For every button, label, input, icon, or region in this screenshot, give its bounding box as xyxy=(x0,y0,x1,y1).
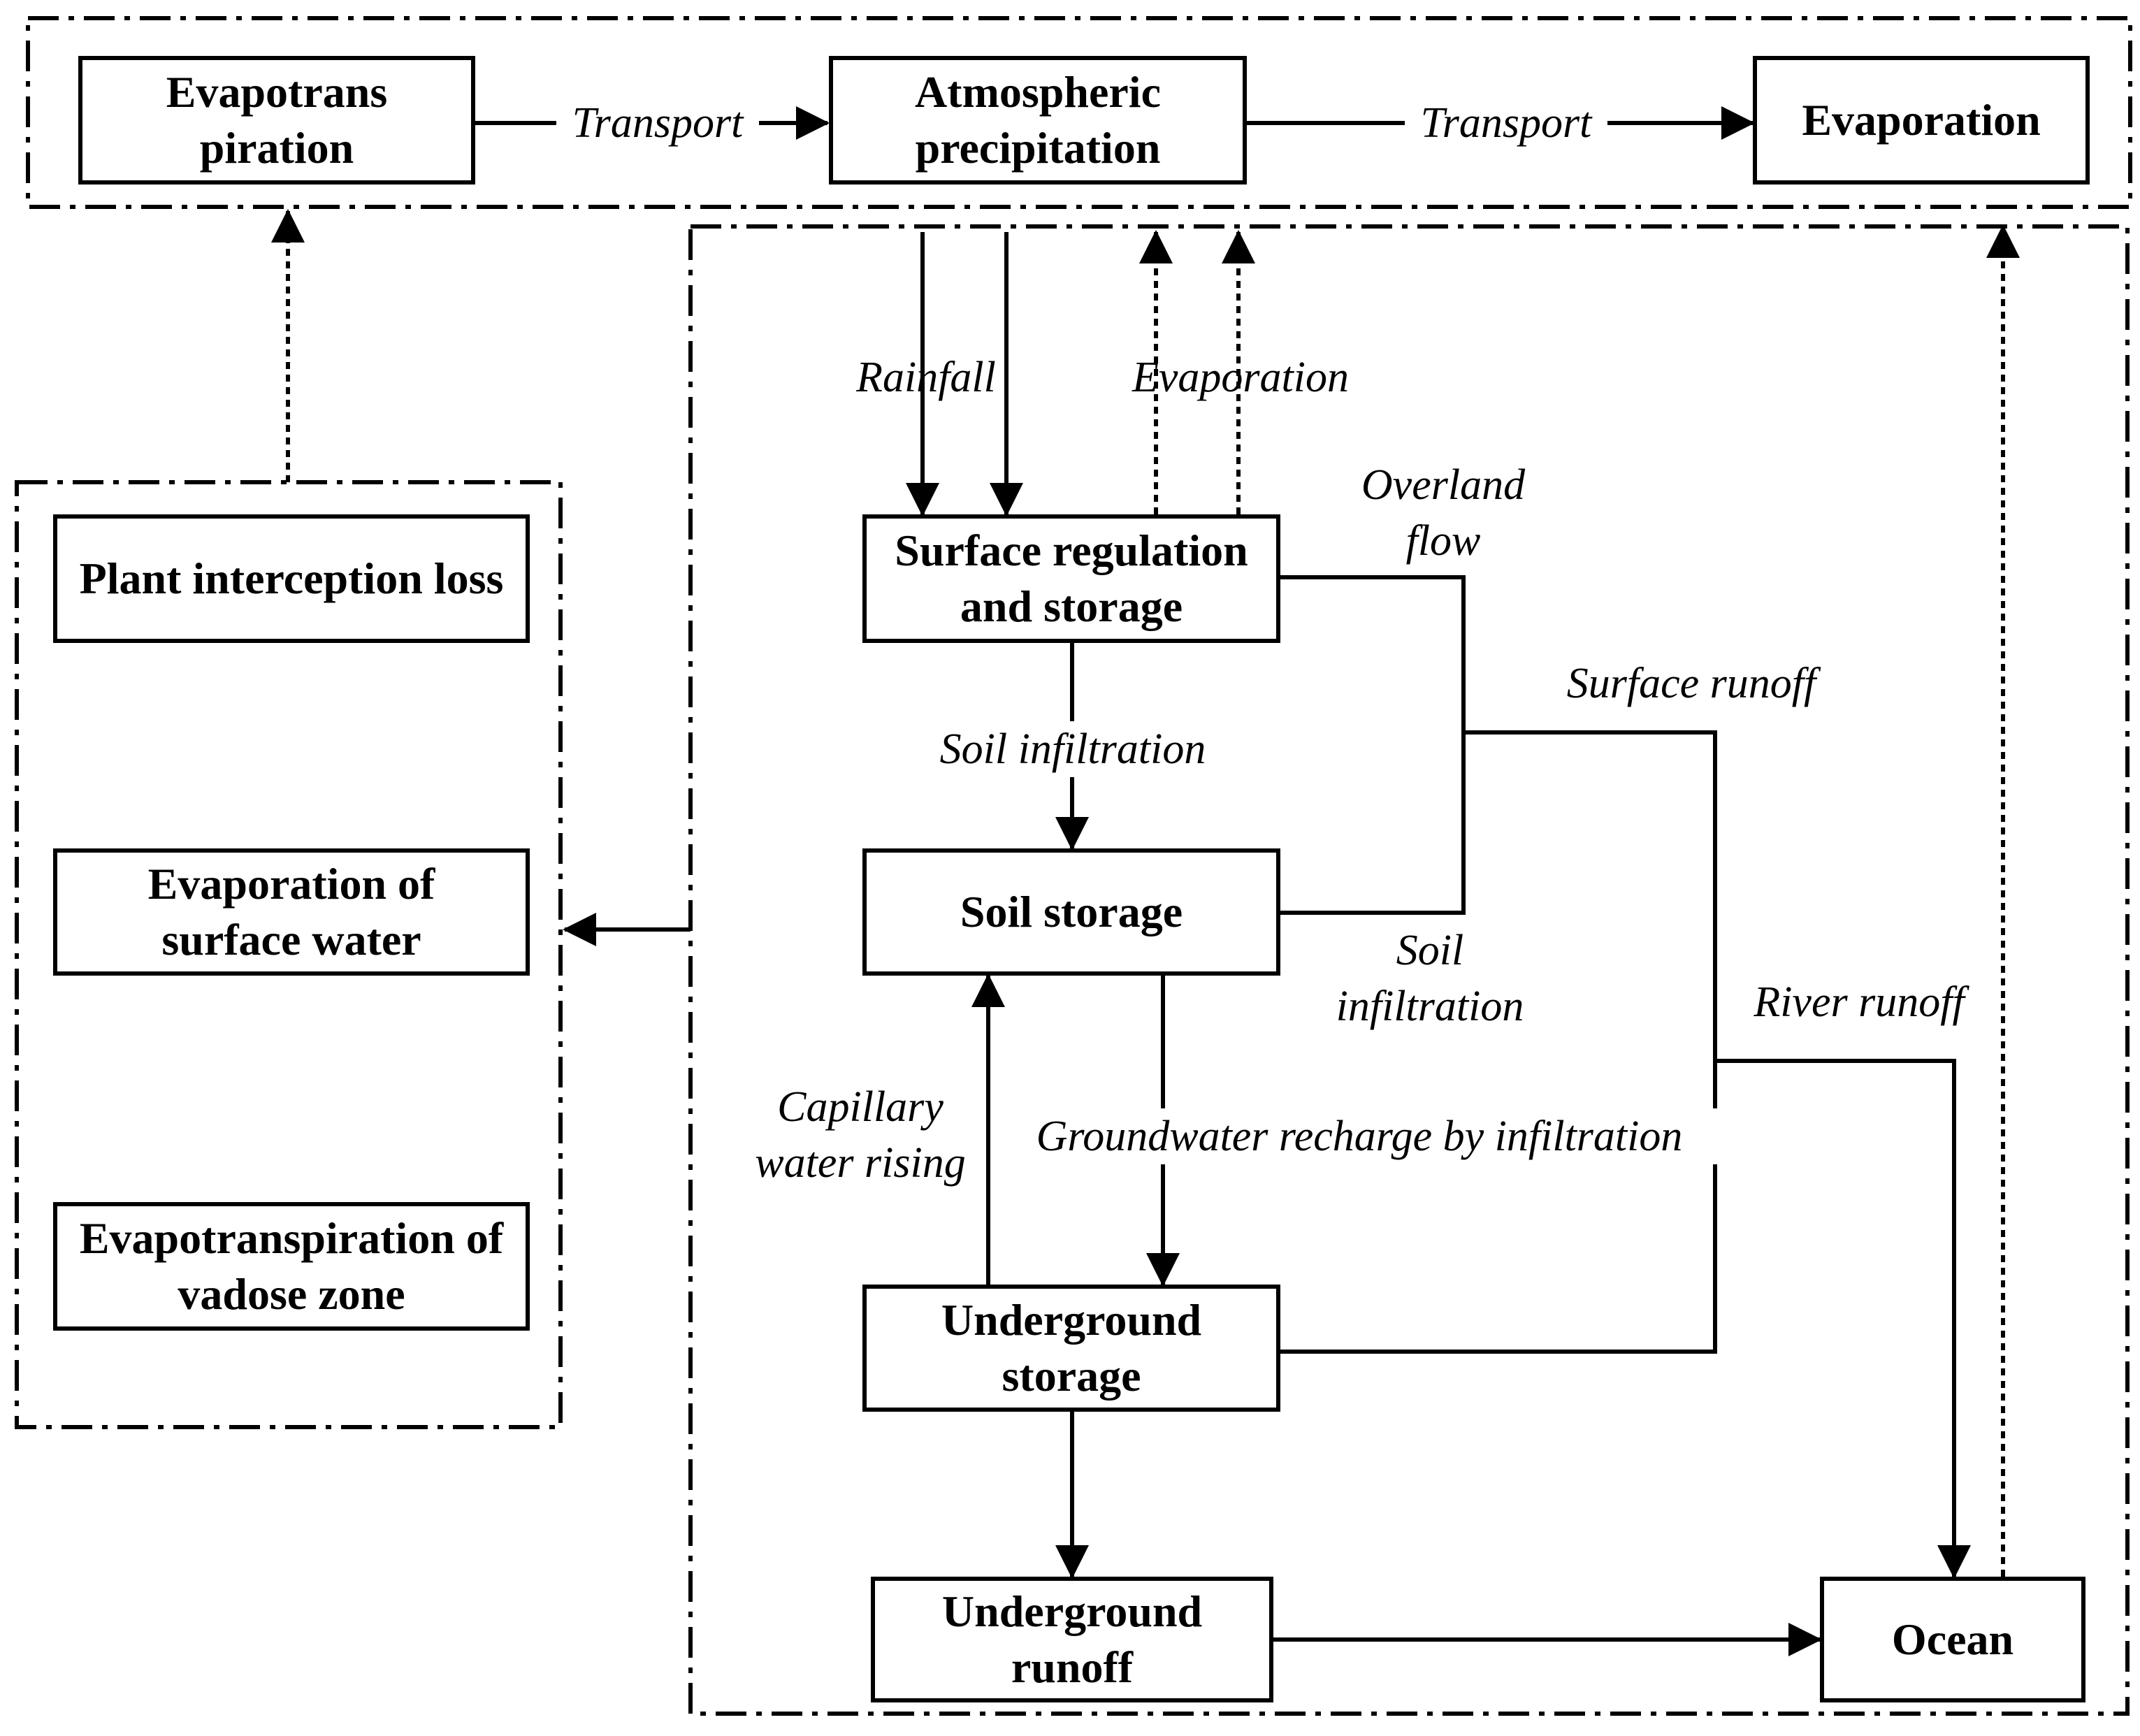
ocean-box: Ocean xyxy=(1820,1577,2085,1702)
transport-label-2: Transport xyxy=(1405,95,1607,151)
soil-infiltration-label-1: Soil infiltration xyxy=(902,721,1244,777)
underground-runoff-box: Underground runoff xyxy=(871,1577,1273,1702)
rainfall-label: Rainfall xyxy=(856,354,996,401)
overland-flow-line xyxy=(1279,575,1466,915)
soil-infiltration-label-2: Soil infiltration xyxy=(1336,927,1524,1030)
surface-regulation-box: Surface regulation and storage xyxy=(862,514,1280,643)
surface-runoff-label: Surface runoff xyxy=(1566,660,1816,707)
evaporation-group-frame xyxy=(15,480,563,1429)
transport-label-1: Transport xyxy=(556,95,759,151)
river-runoff-arrow xyxy=(1715,1059,1971,1579)
plant-interception-box: Plant interception loss xyxy=(53,514,530,643)
evaporation-box: Evaporation xyxy=(1753,56,2090,185)
overland-flow-label: Overland flow xyxy=(1361,461,1526,565)
evapotranspiration-box: Evapotrans piration xyxy=(78,56,475,185)
surface-group-frame xyxy=(688,224,2130,1716)
soil-storage-box: Soil storage xyxy=(862,848,1280,976)
evapotranspiration-vadose-box: Evapotranspiration of vadose zone xyxy=(53,1202,530,1331)
atmospheric-precipitation-box: Atmospheric precipitation xyxy=(829,56,1247,185)
underground-storage-box: Underground storage xyxy=(862,1285,1280,1412)
capillary-rising-label: Capillary water rising xyxy=(755,1083,966,1187)
atmosphere-group-frame xyxy=(26,16,2132,209)
evaporation-surface-water-box: Evaporation of surface water xyxy=(53,848,530,976)
surface-runoff-line xyxy=(1279,730,1717,1354)
river-runoff-label: River runoff xyxy=(1754,978,1965,1026)
evaporation-label: Evaporation xyxy=(1132,354,1349,401)
groundwater-recharge-label: Groundwater recharge by infiltration xyxy=(999,1108,1719,1164)
